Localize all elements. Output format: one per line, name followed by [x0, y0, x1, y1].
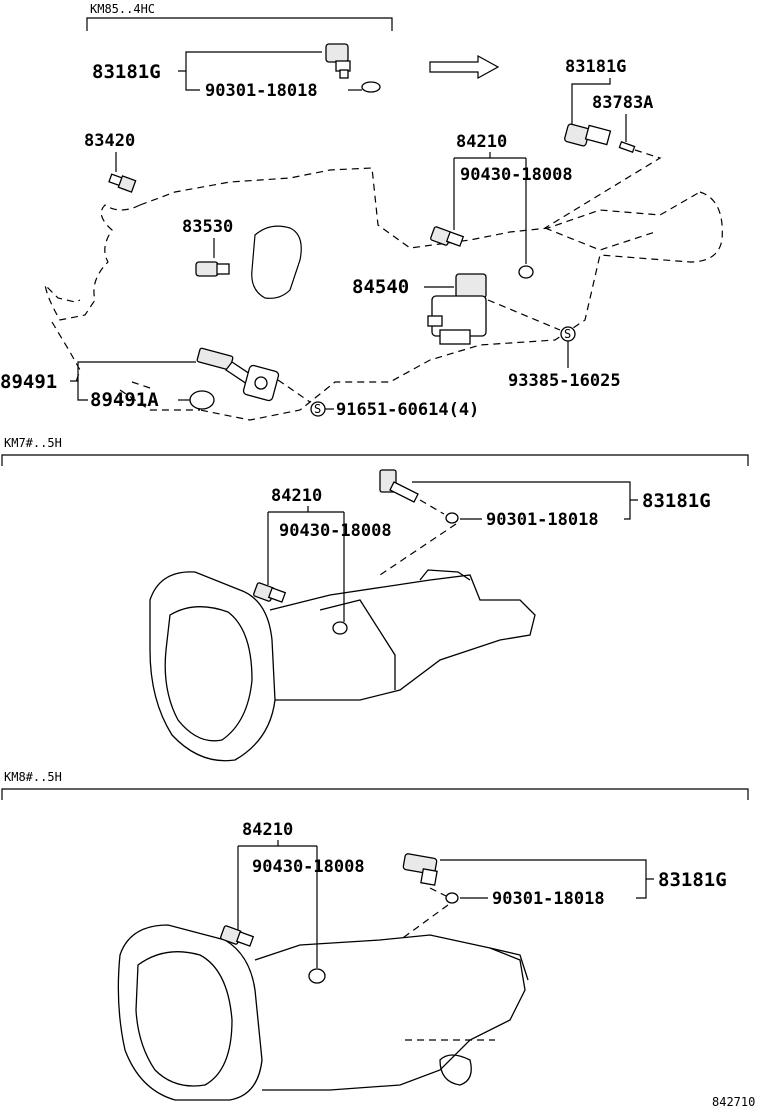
pin-83783A	[618, 140, 636, 154]
leader-83181G-s3	[440, 859, 654, 899]
label-90301-s2: 90301-18018	[486, 510, 599, 530]
label-83420: 83420	[84, 131, 135, 151]
leader-83181G-s1b	[571, 78, 611, 125]
transmission-body-km8	[117, 924, 529, 1101]
leader-89491	[70, 361, 196, 401]
leader-84210-s1	[453, 152, 527, 264]
label-84210-s2: 84210	[271, 486, 322, 506]
switch-84210-s3	[220, 925, 255, 947]
label-84540: 84540	[352, 276, 409, 298]
figure-id: 842710	[712, 1095, 755, 1109]
leader-dash-83181G-s1b	[544, 149, 662, 229]
speed-sensor-83181G-top	[325, 43, 351, 79]
dash-83181G-s3	[399, 887, 449, 941]
direction-arrow	[429, 54, 500, 80]
seal-symbol-93385: S	[564, 327, 571, 341]
actuator-84540	[427, 273, 487, 345]
section-bracket-km85	[86, 17, 393, 31]
label-90301-s1: 90301-18018	[205, 81, 318, 101]
gasket-90430-s2	[332, 621, 348, 635]
label-83181G-s1: 83181G	[92, 61, 161, 83]
label-83181G-s3: 83181G	[658, 869, 727, 891]
speed-sensor-83181G-s3	[402, 853, 438, 886]
label-83181G-s1b: 83181G	[565, 57, 626, 77]
switch-83530	[195, 261, 230, 277]
label-83783A: 83783A	[592, 93, 653, 113]
speed-sensor-83181G-right	[564, 123, 612, 147]
label-84210-s1: 84210	[456, 132, 507, 152]
section-bracket-km8	[1, 788, 749, 800]
section-bracket-km7	[1, 454, 749, 466]
section-label-km7: KM7#..5H	[4, 436, 62, 450]
sensor-89491	[196, 347, 280, 402]
transmission-body-km7	[149, 569, 536, 762]
label-89491A: 89491A	[90, 389, 159, 411]
o-ring-90301-s2	[445, 512, 459, 524]
section-label-km8: KM8#..5H	[4, 770, 62, 784]
label-90301-s3: 90301-18018	[492, 889, 605, 909]
speed-sensor-83181G-s2	[379, 469, 419, 503]
seal-symbol-91651: S	[314, 402, 321, 416]
label-90430-s2: 90430-18008	[279, 521, 392, 541]
label-91651: 91651-60614(4)	[336, 400, 479, 420]
leader-84210-s2	[267, 506, 345, 622]
gasket-90430-s3	[308, 968, 326, 984]
o-ring-90301-top	[361, 81, 381, 93]
label-83530: 83530	[182, 217, 233, 237]
o-ring-90301-s3	[445, 892, 459, 904]
label-83181G-s2: 83181G	[642, 490, 711, 512]
o-ring-89491A	[189, 390, 215, 410]
switch-83420	[108, 173, 137, 193]
label-84210-s3: 84210	[242, 820, 293, 840]
label-90430-s3: 90430-18008	[252, 857, 365, 877]
leader-84210-s3	[237, 840, 318, 968]
dash-83181G-s2	[379, 499, 457, 576]
label-93385: 93385-16025	[508, 371, 621, 391]
label-89491: 89491	[0, 371, 57, 393]
leader-83181G-s1	[178, 51, 322, 91]
bellhousing-window	[251, 225, 302, 299]
gasket-90430-s1	[518, 265, 534, 279]
dash-89491	[131, 379, 311, 403]
leader-83181G-s2	[412, 481, 638, 520]
switch-84210-s1	[430, 226, 465, 247]
label-90430-s1: 90430-18008	[460, 165, 573, 185]
switch-84210-s2	[253, 582, 287, 603]
dash-84540-seal	[487, 299, 561, 331]
transmission-outline-4hc	[44, 167, 723, 421]
section-label-km85: KM85..4HC	[90, 2, 155, 16]
